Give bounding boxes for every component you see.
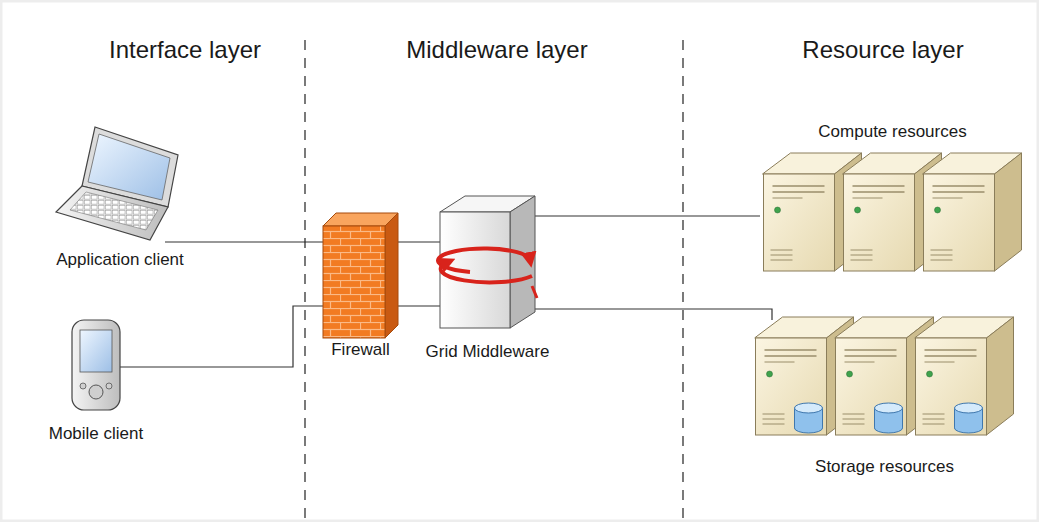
firewall-icon bbox=[323, 213, 398, 338]
connector-line bbox=[120, 306, 323, 367]
server-tower bbox=[923, 153, 1022, 271]
firewall-side bbox=[385, 213, 398, 338]
layer-heading: Interface layer bbox=[109, 36, 261, 64]
phone-button bbox=[89, 385, 103, 399]
phone-button bbox=[106, 383, 112, 389]
firewall-wall bbox=[323, 226, 385, 338]
laptop-icon bbox=[56, 127, 178, 240]
laptop-base bbox=[56, 186, 168, 240]
node-label: Grid Middleware bbox=[426, 342, 550, 362]
layer-divider bbox=[304, 40, 305, 522]
client-mobile: Mobile client bbox=[72, 318, 120, 412]
connector-line bbox=[535, 215, 760, 216]
connector-line bbox=[398, 305, 440, 306]
middleware-server-icon bbox=[438, 196, 537, 328]
storage-group: Storage resources bbox=[752, 316, 1017, 436]
firewall-node: Firewall bbox=[323, 213, 398, 338]
middleware-node: Grid Middleware bbox=[440, 195, 535, 328]
layer-divider bbox=[682, 40, 683, 522]
node-label: Mobile client bbox=[49, 424, 144, 444]
layer-heading: Middleware layer bbox=[406, 36, 587, 64]
layer-heading: Resource layer bbox=[802, 36, 963, 64]
cycle-arrow bbox=[441, 262, 532, 282]
phone-body bbox=[72, 320, 120, 410]
client-laptop: Application client bbox=[55, 125, 185, 242]
laptop-keyboard bbox=[70, 192, 158, 230]
phone-button bbox=[80, 383, 86, 389]
mobile-icon bbox=[72, 320, 120, 410]
compute-servers-icon bbox=[763, 153, 1022, 271]
phone-screen bbox=[80, 330, 112, 372]
node-label: Firewall bbox=[331, 340, 390, 360]
storage-tower bbox=[915, 317, 1014, 435]
storage-servers-icon bbox=[755, 317, 1014, 435]
node-label: Storage resources bbox=[815, 457, 954, 477]
compute-group: Compute resources bbox=[760, 150, 1025, 272]
cycle-arrow bbox=[532, 286, 537, 298]
connector-line bbox=[165, 241, 323, 242]
node-label: Application client bbox=[56, 250, 184, 270]
node-label: Compute resources bbox=[818, 122, 966, 142]
connector-line bbox=[398, 241, 440, 242]
server-side bbox=[510, 196, 535, 328]
cycle-arrow bbox=[438, 249, 530, 272]
connector-line bbox=[535, 309, 772, 320]
